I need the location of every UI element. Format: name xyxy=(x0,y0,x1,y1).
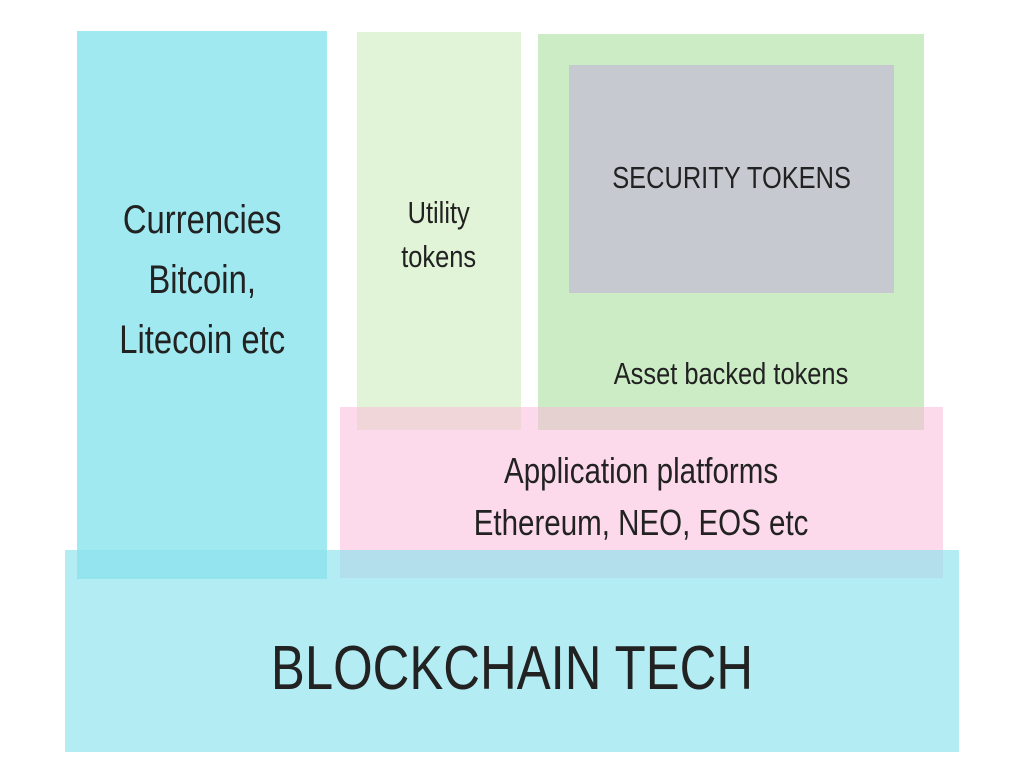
application-platforms-line-2: Ethereum, NEO, EOS etc xyxy=(474,502,809,543)
blockchain-tech-block: BLOCKCHAIN TECH xyxy=(65,550,959,752)
utility-tokens-block: Utility tokens xyxy=(357,32,521,430)
currencies-line-3: Litecoin etc xyxy=(119,318,285,362)
application-platforms-line-1: Application platforms xyxy=(504,450,779,491)
blockchain-tech-label: BLOCKCHAIN TECH xyxy=(270,633,754,703)
asset-backed-tokens-label: Asset backed tokens xyxy=(613,356,849,391)
security-tokens-label: SECURITY TOKENS xyxy=(612,160,851,195)
currencies-line-1: Currencies xyxy=(122,198,282,242)
currencies-line-2: Bitcoin, xyxy=(148,258,256,302)
utility-tokens-line-1: Utility xyxy=(407,195,471,230)
utility-tokens-label: Utility tokens xyxy=(402,191,477,279)
utility-tokens-line-2: tokens xyxy=(401,239,477,274)
security-tokens-block: SECURITY TOKENS xyxy=(569,65,894,293)
